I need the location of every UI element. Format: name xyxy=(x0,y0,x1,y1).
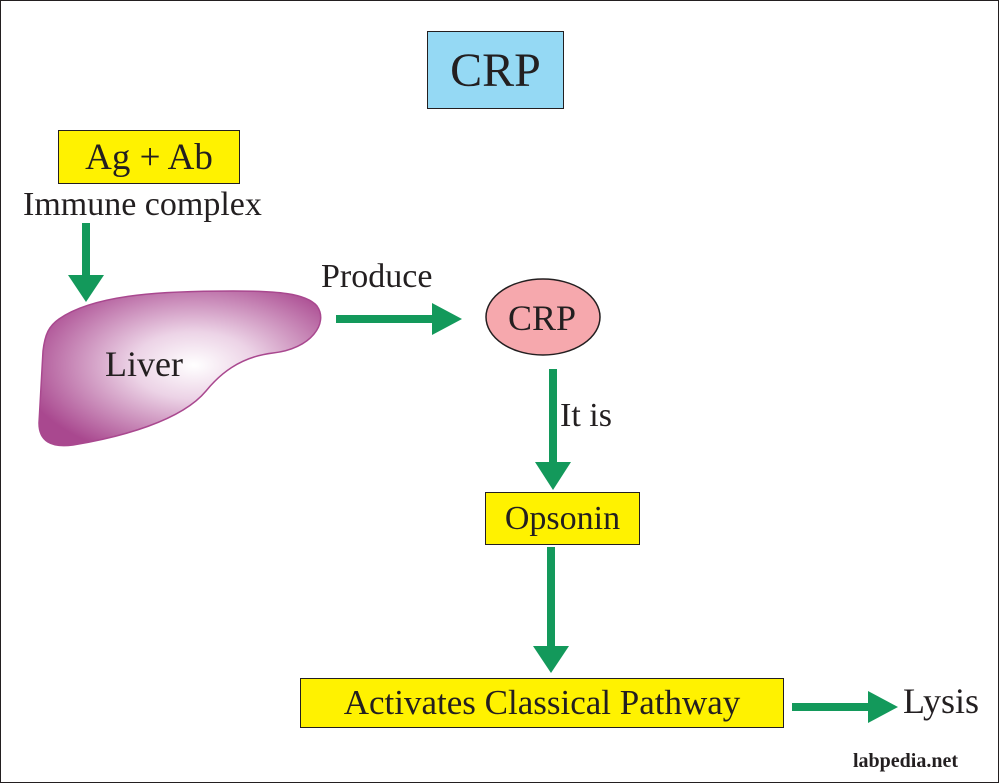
lysis-label: Lysis xyxy=(903,681,980,721)
title-box: CRP xyxy=(427,31,564,109)
liver-label: Liver xyxy=(105,344,183,384)
arrow-to-liver xyxy=(68,223,104,302)
title-text: CRP xyxy=(450,43,541,97)
immune-complex-label: Immune complex xyxy=(23,186,262,223)
it-is-label: It is xyxy=(560,397,612,434)
liver-shape xyxy=(38,290,322,447)
arrow-produce xyxy=(336,303,462,335)
watermark: labpedia.net xyxy=(853,750,959,772)
crp-oval-label: CRP xyxy=(508,298,577,338)
opsonin-text: Opsonin xyxy=(504,499,621,537)
produce-label: Produce xyxy=(321,258,433,295)
activates-text: Activates Classical Pathway xyxy=(343,683,741,722)
opsonin-box: Opsonin xyxy=(485,492,640,545)
activates-box: Activates Classical Pathway xyxy=(300,678,784,728)
crp-oval xyxy=(485,278,601,356)
arrow-lysis xyxy=(792,691,898,723)
arrow-it-is xyxy=(535,369,571,490)
ag-ab-box: Ag + Ab xyxy=(58,130,240,184)
ag-ab-text: Ag + Ab xyxy=(85,136,213,178)
arrow-activates xyxy=(533,547,569,673)
